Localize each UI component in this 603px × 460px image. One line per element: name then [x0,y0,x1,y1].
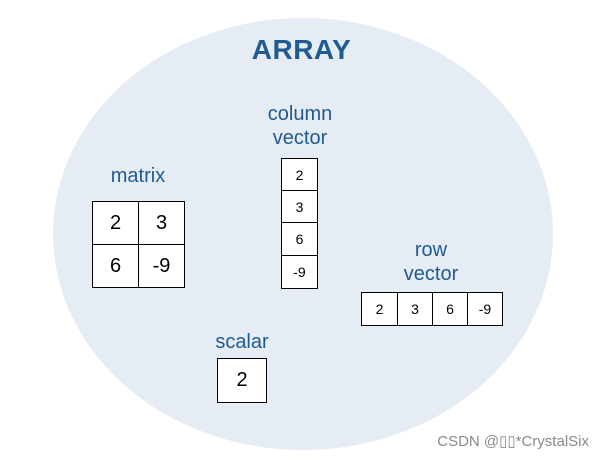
scalar-cell: 2 [217,358,267,403]
row-vector-label-line1: row [414,239,448,261]
column-vector-label: column vector [254,102,346,150]
matrix-cell: 6 [92,244,139,288]
row-vector-cell: 3 [397,292,433,326]
scalar-label: scalar [215,331,269,353]
row-vector-cell: 6 [432,292,468,326]
row-vector-cell: 2 [361,292,398,326]
matrix-cell: -9 [138,244,185,288]
diagram-title: ARRAY [251,34,352,65]
matrix-cell: 3 [138,201,185,245]
watermark: CSDN @▯▯*CrystalSix [437,433,589,450]
column-vector-cell: 6 [281,222,318,256]
column-vector-label-line1: column [267,103,333,125]
column-vector-label-line2: vector [272,127,328,149]
row-vector-label-line2: vector [403,263,459,285]
matrix-cell: 2 [92,201,139,245]
row-vector-label: row vector [386,238,476,286]
column-vector-cell: 3 [281,190,318,223]
row-vector-cell: -9 [467,292,503,326]
column-vector-cell: 2 [281,158,318,191]
matrix-label: matrix [110,165,166,187]
column-vector-cell: -9 [281,255,318,289]
